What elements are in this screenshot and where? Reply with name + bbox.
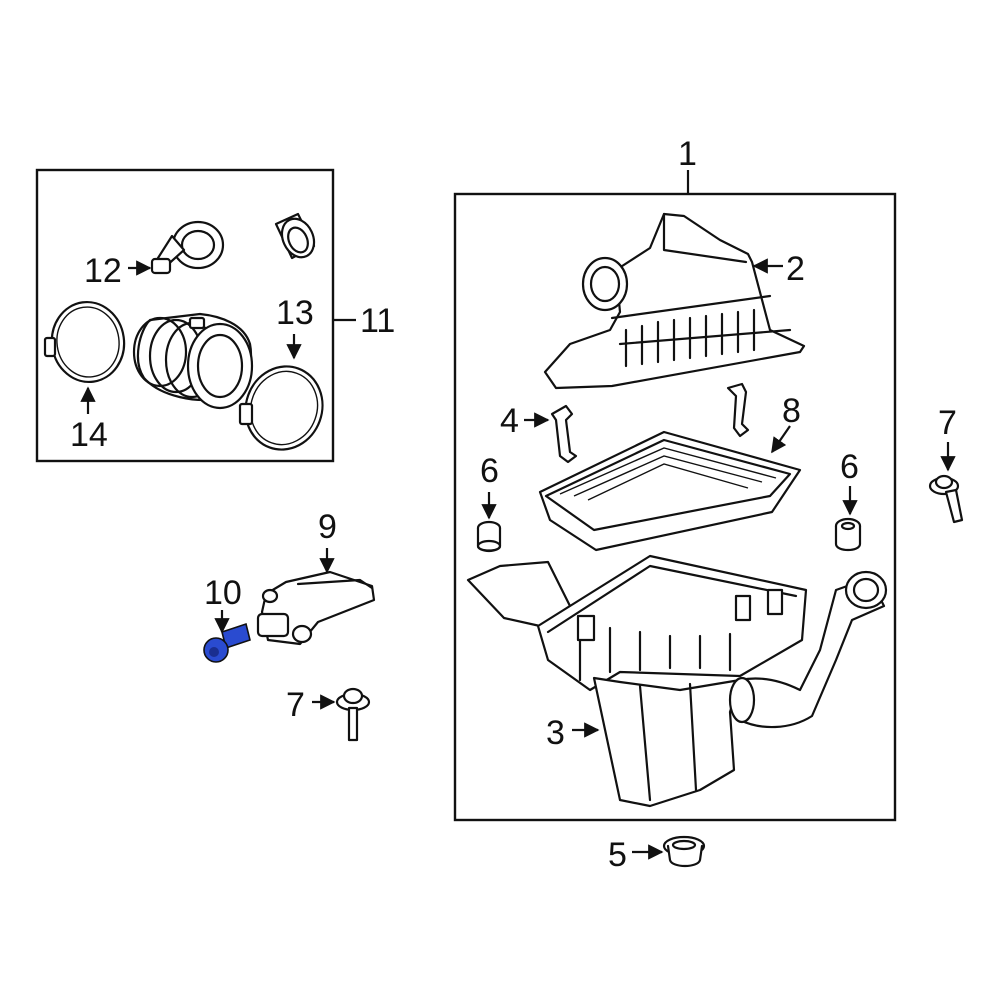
part-6-grommet-right[interactable] (834, 517, 862, 552)
callout-7-right: 7 (938, 404, 957, 442)
part-7-bolt-left[interactable] (335, 687, 371, 742)
callout-13: 13 (276, 294, 314, 332)
part-10-screw-highlighted[interactable] (203, 622, 251, 663)
part-4-retaining-clips[interactable] (550, 382, 750, 464)
callout-10: 10 (204, 574, 242, 612)
callout-7-left: 7 (286, 686, 305, 724)
part-14-hose-clamp[interactable] (43, 297, 129, 386)
callout-1: 1 (678, 135, 697, 173)
part-5-grommet[interactable] (662, 835, 706, 868)
callout-14: 14 (70, 416, 108, 454)
part-2-upper-housing-cover[interactable] (543, 212, 806, 390)
callout-4: 4 (500, 402, 519, 440)
inlet-bellows-duct[interactable] (132, 312, 254, 410)
callout-11: 11 (360, 302, 395, 340)
inlet-duct-kit-frame (35, 168, 335, 463)
callout-5: 5 (608, 836, 627, 874)
air-cleaner-assembly-frame (453, 192, 897, 822)
part-3-lower-housing[interactable] (466, 554, 888, 808)
part-12-elbow-fitting[interactable] (150, 220, 225, 275)
part-8-air-filter-element[interactable] (538, 430, 802, 552)
callout-6-left: 6 (480, 452, 499, 490)
callout-12: 12 (84, 252, 122, 290)
part-6-grommet-left[interactable] (476, 520, 502, 553)
callout-9: 9 (318, 508, 337, 546)
part-7-bolt-right[interactable] (928, 474, 964, 524)
seal-ring-part[interactable] (274, 212, 320, 263)
callout-6-right: 6 (840, 448, 859, 486)
part-13-hose-clamp[interactable] (234, 356, 334, 461)
part-9-mass-air-flow-sensor[interactable] (256, 570, 376, 646)
callout-3: 3 (546, 714, 565, 752)
callout-8: 8 (782, 392, 801, 430)
callout-2: 2 (786, 250, 805, 288)
